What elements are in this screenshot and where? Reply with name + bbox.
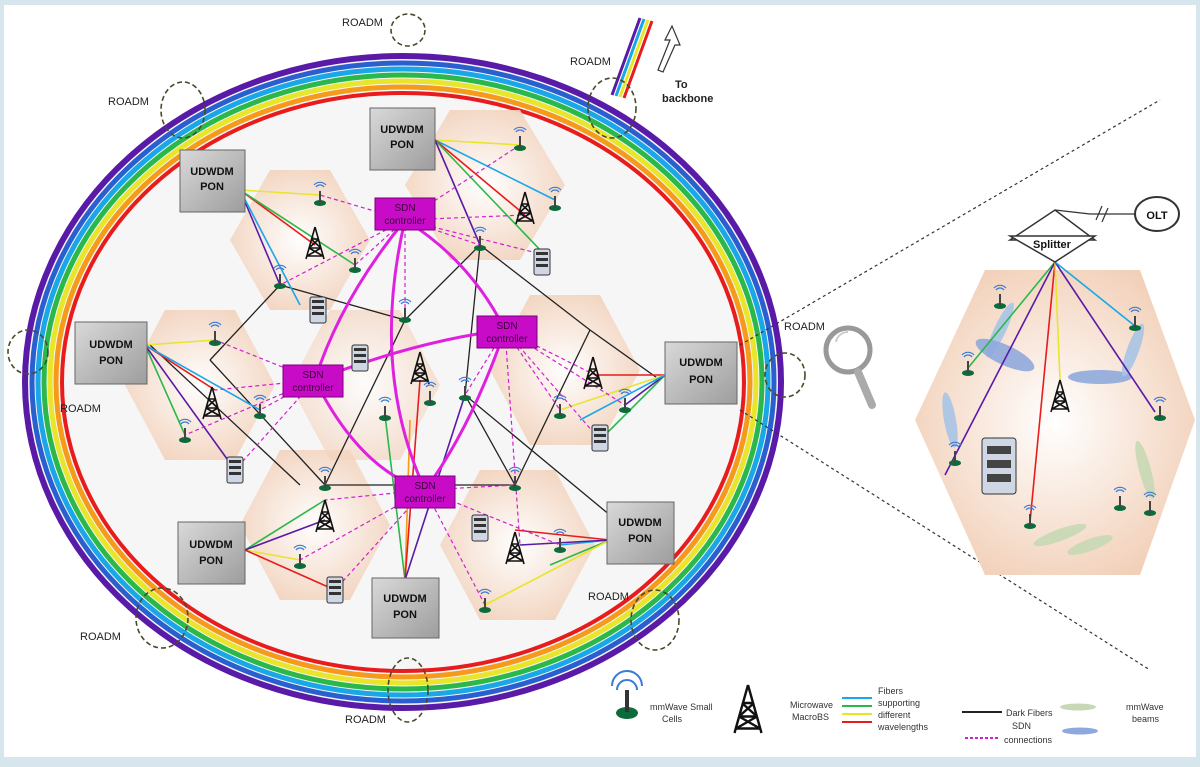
to-backbone-label: To [675,79,688,91]
svg-text:Dark Fibers: Dark Fibers [1006,708,1053,718]
roadm-label-top-left: ROADM [108,96,149,108]
udwdm-pon-box: UDWDM PON [74,321,148,385]
svg-text:supporting: supporting [878,698,920,708]
magnifier-icon [823,325,876,409]
svg-text:controller: controller [486,334,528,345]
udwdm-pon-box: UDWDM PON [664,341,738,405]
udwdm-pon-box: UDWDM PON [371,577,440,639]
svg-text:SDN: SDN [1012,721,1031,731]
svg-text:controller: controller [384,216,426,227]
svg-text:MacroBS: MacroBS [792,712,829,722]
svg-text:SDN: SDN [414,481,435,492]
sdn-controller-box: SDN controller [394,475,456,509]
udwdm-pon-box: UDWDM PON [606,501,675,565]
roadm-label-left: ROADM [60,403,101,415]
zoomed-server-icon [981,437,1017,495]
svg-text:SDN: SDN [302,370,323,381]
legend-fiber-lines [842,697,872,723]
svg-text:mmWave Small: mmWave Small [650,702,713,712]
to-backbone-label-2: backbone [662,93,713,105]
splitter: Splitter [1007,209,1098,263]
svg-text:UDWDM: UDWDM [618,517,661,529]
svg-text:Splitter: Splitter [1033,239,1072,251]
svg-text:UDWDM: UDWDM [89,339,132,351]
svg-text:different: different [878,710,911,720]
backbone-link [610,17,654,99]
svg-text:beams: beams [1132,714,1160,724]
svg-text:Cells: Cells [662,714,683,724]
svg-text:SDN: SDN [394,203,415,214]
sdn-controller-box: SDN controller [374,197,436,231]
svg-text:UDWDM: UDWDM [190,166,233,178]
udwdm-pon-box: UDWDM PON [369,107,436,171]
wavelength-fibers [144,139,666,606]
sdn-controller-box: SDN controller [282,364,344,398]
legend-beam-blue [1062,727,1098,735]
svg-text:mmWave: mmWave [1126,702,1164,712]
legend-small-cell-icon [611,670,643,719]
roadm-label-bottom-right: ROADM [588,591,629,603]
roadm-label-right: ROADM [784,321,825,333]
svg-text:Microwave: Microwave [790,700,833,710]
svg-text:Fibers: Fibers [878,686,904,696]
svg-text:PON: PON [390,139,414,151]
svg-text:PON: PON [393,609,417,621]
svg-text:PON: PON [200,181,224,193]
roadm-label-top: ROADM [342,17,383,29]
roadm-label-bottom-left: ROADM [80,631,121,643]
svg-text:OLT: OLT [1146,210,1167,222]
zoom-lines [739,99,1161,671]
sdn-controller-box: SDN controller [476,315,538,349]
svg-text:controller: controller [404,494,446,505]
svg-text:wavelengths: wavelengths [877,722,929,732]
svg-text:PON: PON [199,555,223,567]
svg-text:UDWDM: UDWDM [189,539,232,551]
udwdm-pon-box: UDWDM PON [177,521,246,585]
svg-text:UDWDM: UDWDM [380,124,423,136]
svg-text:UDWDM: UDWDM [679,357,722,369]
olt-node: OLT [1134,196,1180,232]
svg-text:PON: PON [99,355,123,367]
svg-text:PON: PON [689,374,713,386]
olt-link [1054,205,1135,223]
svg-text:controller: controller [292,383,334,394]
udwdm-pon-box: UDWDM PON [179,149,246,213]
svg-text:PON: PON [628,533,652,545]
legend: mmWave Small Cells Microwave MacroBS Fib… [611,670,1164,745]
svg-text:UDWDM: UDWDM [383,593,426,605]
legend-beam-green [1060,703,1096,711]
svg-text:SDN: SDN [496,321,517,332]
roadm-markers [7,13,806,723]
roadm-label-top-right: ROADM [570,56,611,68]
svg-text:connections: connections [1004,735,1053,745]
roadm-label-bottom: ROADM [345,714,386,726]
backbone-arrow [657,24,681,73]
splitter-fibers [944,261,1156,523]
